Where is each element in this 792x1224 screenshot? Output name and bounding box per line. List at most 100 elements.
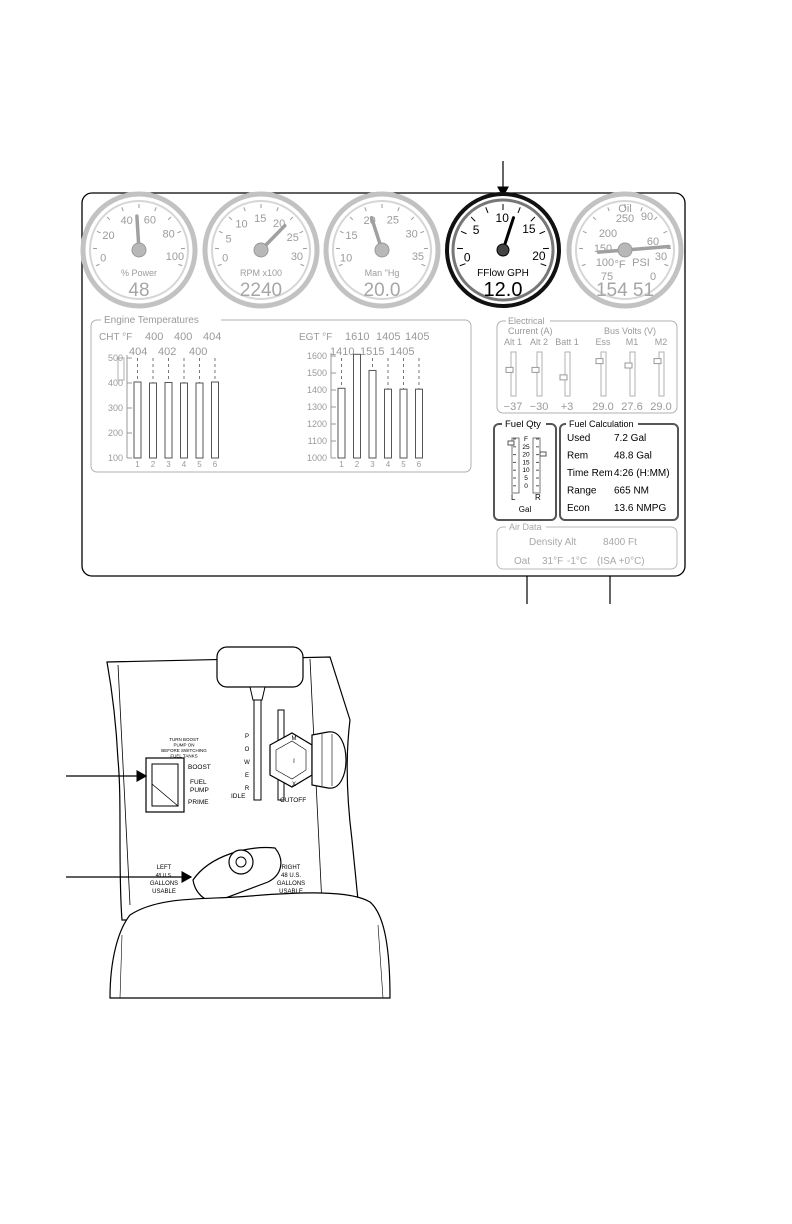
fuel-scale-label: F xyxy=(524,436,528,443)
gauge-tick-label: 0 xyxy=(464,251,471,265)
right-tank-label: GALLONS xyxy=(277,881,305,887)
electrical-column-label: M1 xyxy=(626,337,639,347)
gauge-tick-label: 100 xyxy=(596,257,614,269)
fuel-selector-handle[interactable] xyxy=(192,846,282,902)
temperature-bar xyxy=(337,387,346,459)
gauge-tick-label: 0 xyxy=(222,253,228,265)
gauge-tick-label: 5 xyxy=(473,223,480,237)
prime-label: PRIME xyxy=(188,799,209,806)
power-lever-handle[interactable] xyxy=(216,646,304,688)
right-tank-pointer xyxy=(539,451,547,457)
gauge-tick-label: °F xyxy=(614,259,625,271)
left-tank-bar xyxy=(511,437,520,494)
egt-top-value: 1405 xyxy=(376,331,400,343)
gauge-tick-label: 0 xyxy=(100,253,106,265)
electrical-column-label: M2 xyxy=(655,337,668,347)
fuel-calc-row-value: 665 NM xyxy=(614,486,649,497)
fuel-calculation-title: Fuel Calculation xyxy=(569,419,634,429)
gauge-tick-label: 15 xyxy=(345,230,357,242)
fuel-qty-title: Fuel Qty xyxy=(505,419,541,430)
fuel-scale-label: 0 xyxy=(524,483,528,490)
electrical-pointer xyxy=(505,366,514,373)
gauge-tick-label: 10 xyxy=(235,219,247,231)
left-tank-label: 48 U.S. xyxy=(156,873,173,879)
right-tank-label: RIGHT xyxy=(282,865,301,871)
egt-label: EGT °F xyxy=(299,332,332,343)
y-tick-label: 500 xyxy=(108,353,123,363)
electrical-value: −37 xyxy=(504,401,523,413)
oat-label: Oat xyxy=(514,556,530,567)
fuel-calc-row-value: 48.8 Gal xyxy=(614,451,652,462)
isa-value: (ISA +0°C) xyxy=(597,556,645,567)
electrical-column-label: Batt 1 xyxy=(555,337,579,347)
electrical-value: 27.6 xyxy=(621,401,642,413)
gauge-tick-label: 20 xyxy=(532,249,546,263)
gauge-tick-label: PSI xyxy=(632,257,650,269)
temperature-bar xyxy=(353,353,361,459)
idle-label: IDLE xyxy=(231,793,246,800)
cht-indicator xyxy=(117,357,125,381)
gauge-tick-label: 75 xyxy=(601,271,613,283)
gauge-tick-label: 35 xyxy=(412,251,424,263)
cylinder-label: 3 xyxy=(166,460,171,469)
power-scale-letter: O xyxy=(245,747,250,753)
mixture-scale-letter: I xyxy=(293,759,295,765)
left-tank-label: USABLE xyxy=(152,889,176,895)
temperature-bar xyxy=(415,388,423,459)
fuel-qty-unit: Gal xyxy=(519,505,532,514)
electrical-bar xyxy=(658,351,665,397)
current-label: Current (A) xyxy=(508,326,553,336)
placard-line: BEFORE SWITCHING xyxy=(161,748,207,753)
fuel-calc-row-label: Time Rem xyxy=(567,468,613,479)
cylinder-label: 5 xyxy=(197,460,202,469)
gauge-tick-label: 25 xyxy=(387,215,399,227)
electrical-bar xyxy=(564,351,571,397)
fuel-pump-switch[interactable] xyxy=(151,763,179,807)
power-scale-letter: P xyxy=(245,734,249,740)
mixture-scale: MIX xyxy=(292,736,297,788)
right-tank-bar xyxy=(532,437,541,494)
electrical-column-label: Alt 1 xyxy=(504,337,522,347)
y-tick-label: 200 xyxy=(108,428,123,438)
gauge-value: 20.0 xyxy=(364,280,401,301)
electrical-panel: Electrical Current (A) Bus Volts (V) Alt… xyxy=(496,315,678,414)
left-tank-label: GALLONS xyxy=(150,881,178,887)
gauge-tick-label: 30 xyxy=(406,229,418,241)
gauge-tick-label: 60 xyxy=(647,236,659,248)
electrical-bar xyxy=(600,351,607,397)
gauge-tick-label: 90 xyxy=(641,211,653,223)
power-scale-letter: R xyxy=(245,786,250,792)
density-alt-label: Density Alt xyxy=(529,537,576,548)
gauge-tick-label: 5 xyxy=(226,233,232,245)
electrical-pointer xyxy=(624,362,633,369)
fuel-scale-label: 10 xyxy=(522,467,530,474)
egt-mid-value: 1405 xyxy=(390,346,414,358)
fuel-pump-label: FUEL xyxy=(190,779,207,786)
egt-mid-value: 1410 xyxy=(330,346,354,358)
left-tank-label: L xyxy=(511,493,516,502)
gauge-tick-label: 80 xyxy=(163,229,175,241)
cylinder-label: 1 xyxy=(135,460,140,469)
gauge-value: 12.0 xyxy=(484,279,523,301)
cylinder-label: 4 xyxy=(386,460,391,469)
gauge-tick-label: 25 xyxy=(287,232,299,244)
friction-knob[interactable] xyxy=(311,731,347,789)
gauge-tick-label: 60 xyxy=(144,215,156,227)
electrical-bar xyxy=(629,351,636,397)
temperature-bar xyxy=(195,382,204,459)
right-tank-label: USABLE xyxy=(279,889,303,895)
gauge-tick-label: 15 xyxy=(522,222,536,236)
cht-mid-value: 402 xyxy=(158,346,176,358)
power-lever-shaft[interactable] xyxy=(253,699,262,801)
cylinder-label: 2 xyxy=(151,460,156,469)
temperature-bar xyxy=(164,382,173,459)
egt-top-value: 1405 xyxy=(405,331,429,343)
electrical-value: −30 xyxy=(530,401,549,413)
